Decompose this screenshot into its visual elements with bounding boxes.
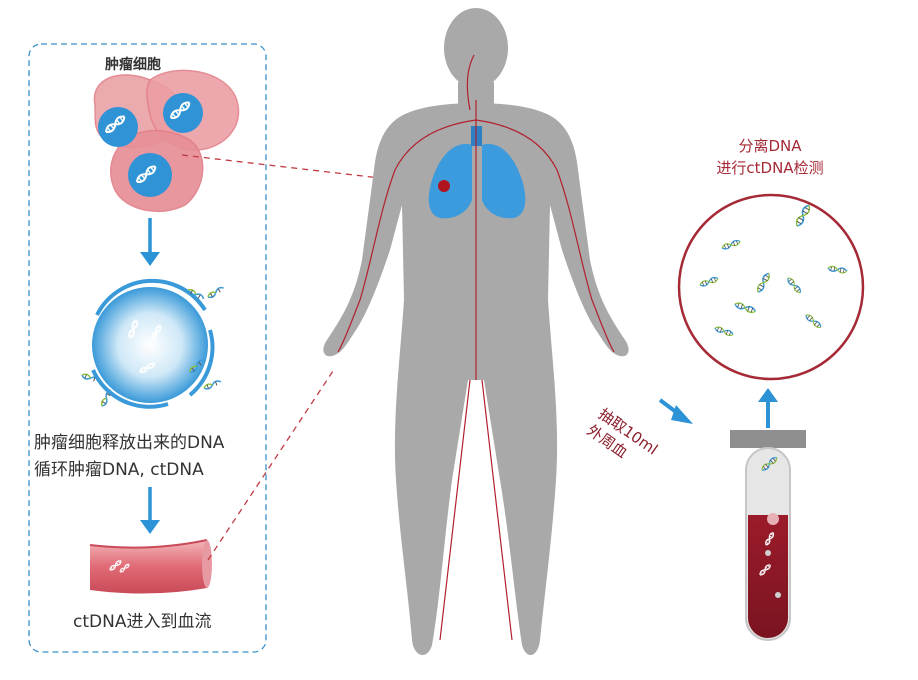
down-arrow xyxy=(140,218,160,266)
up-arrow xyxy=(758,388,778,428)
connector-to-arm xyxy=(207,367,336,561)
release-label-line1: 肿瘤细胞释放出来的DNA xyxy=(34,433,225,453)
draw-blood-arrow xyxy=(658,398,693,424)
enter-blood-label: ctDNA进入到血流 xyxy=(73,612,212,632)
separate-label: 分离DNA 进行ctDNA检测 xyxy=(690,135,850,179)
dna-detection-circle xyxy=(677,193,865,381)
tumor-nucleus xyxy=(163,93,203,133)
lung-tumor xyxy=(438,180,450,192)
test-tube xyxy=(730,430,806,641)
tumor-cells-cluster xyxy=(93,69,240,213)
release-label: 肿瘤细胞释放出来的DNA 循环肿瘤DNA, ctDNA xyxy=(34,430,224,484)
releasing-cell xyxy=(80,278,226,409)
tumor-nucleus xyxy=(98,107,138,147)
down-arrow xyxy=(140,487,160,534)
separate-label-line1: 分离DNA xyxy=(738,137,802,155)
left-panel-border xyxy=(28,43,267,653)
release-label-line2: 循环肿瘤DNA, ctDNA xyxy=(34,460,204,480)
separate-label-line2: 进行ctDNA检测 xyxy=(716,159,824,177)
blood-vessel xyxy=(89,539,212,594)
blood-vessels xyxy=(337,54,615,641)
tumor-cells-label: 肿瘤细胞 xyxy=(105,57,161,73)
